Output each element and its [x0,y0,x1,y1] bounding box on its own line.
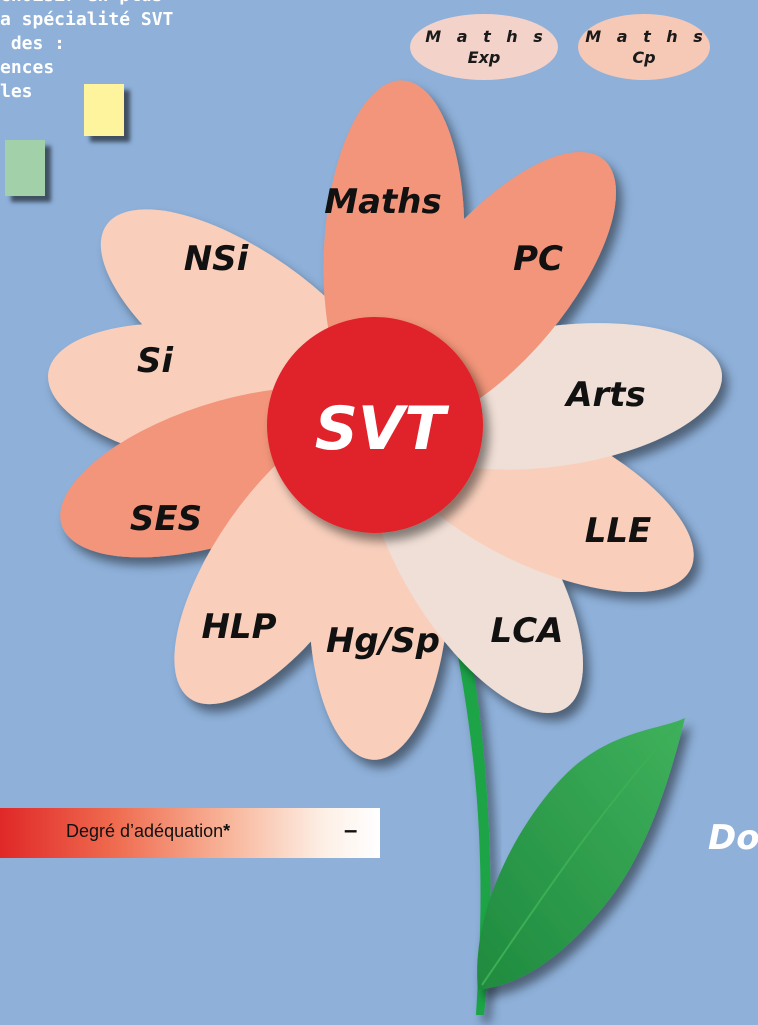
petal-label-lca: LCA [491,611,564,651]
badge-maths-exp[interactable]: M a t h s Exp [410,14,558,80]
petal-label-arts: Arts [563,375,646,415]
header-line-4: ences [0,57,55,78]
center-label: SVT [315,394,450,464]
petal-label-maths: Maths [324,182,441,222]
stem [455,640,491,1015]
leaf-vein [481,721,681,986]
header-line-1: choisir en plus [0,0,173,8]
legend-star: * [223,821,231,841]
leaf [477,718,685,990]
sticky-note-yellow [84,84,124,136]
badge-maths-exp-subtitle: Exp [467,48,501,67]
petal-label-si: Si [137,341,174,381]
header-text: choisir en plus a spécialité SVT des : e… [0,0,173,104]
header-line-5: les [0,81,33,102]
petal-label-hlp: HLP [201,607,276,647]
legend-bar: Degré d’adéquation* – [0,808,380,858]
badge-maths-exp-title: M a t h s [425,27,548,46]
badge-maths-cp-title: M a t h s [585,27,708,46]
petal-label-ses: SES [130,499,202,539]
petal-label-lle: LLE [585,511,652,551]
petal-label-pc: PC [513,239,563,279]
legend-label: Degré d’adéquation* [66,821,230,842]
header-line-3: des : [0,33,66,54]
badge-maths-cp[interactable]: M a t h s Cp [578,14,710,80]
flower-center[interactable] [267,317,483,533]
badge-maths-cp-subtitle: Cp [632,48,656,67]
petal-label-nsi: NSi [184,239,250,279]
petal-label-hgsp: Hg/Sp [326,621,440,661]
legend-label-text: Degré d’adéquation [66,821,224,841]
side-text: Do [708,818,758,858]
header-line-2: a spécialité SVT [0,9,174,30]
legend-minus: – [344,817,358,844]
sticky-note-green [5,140,45,196]
